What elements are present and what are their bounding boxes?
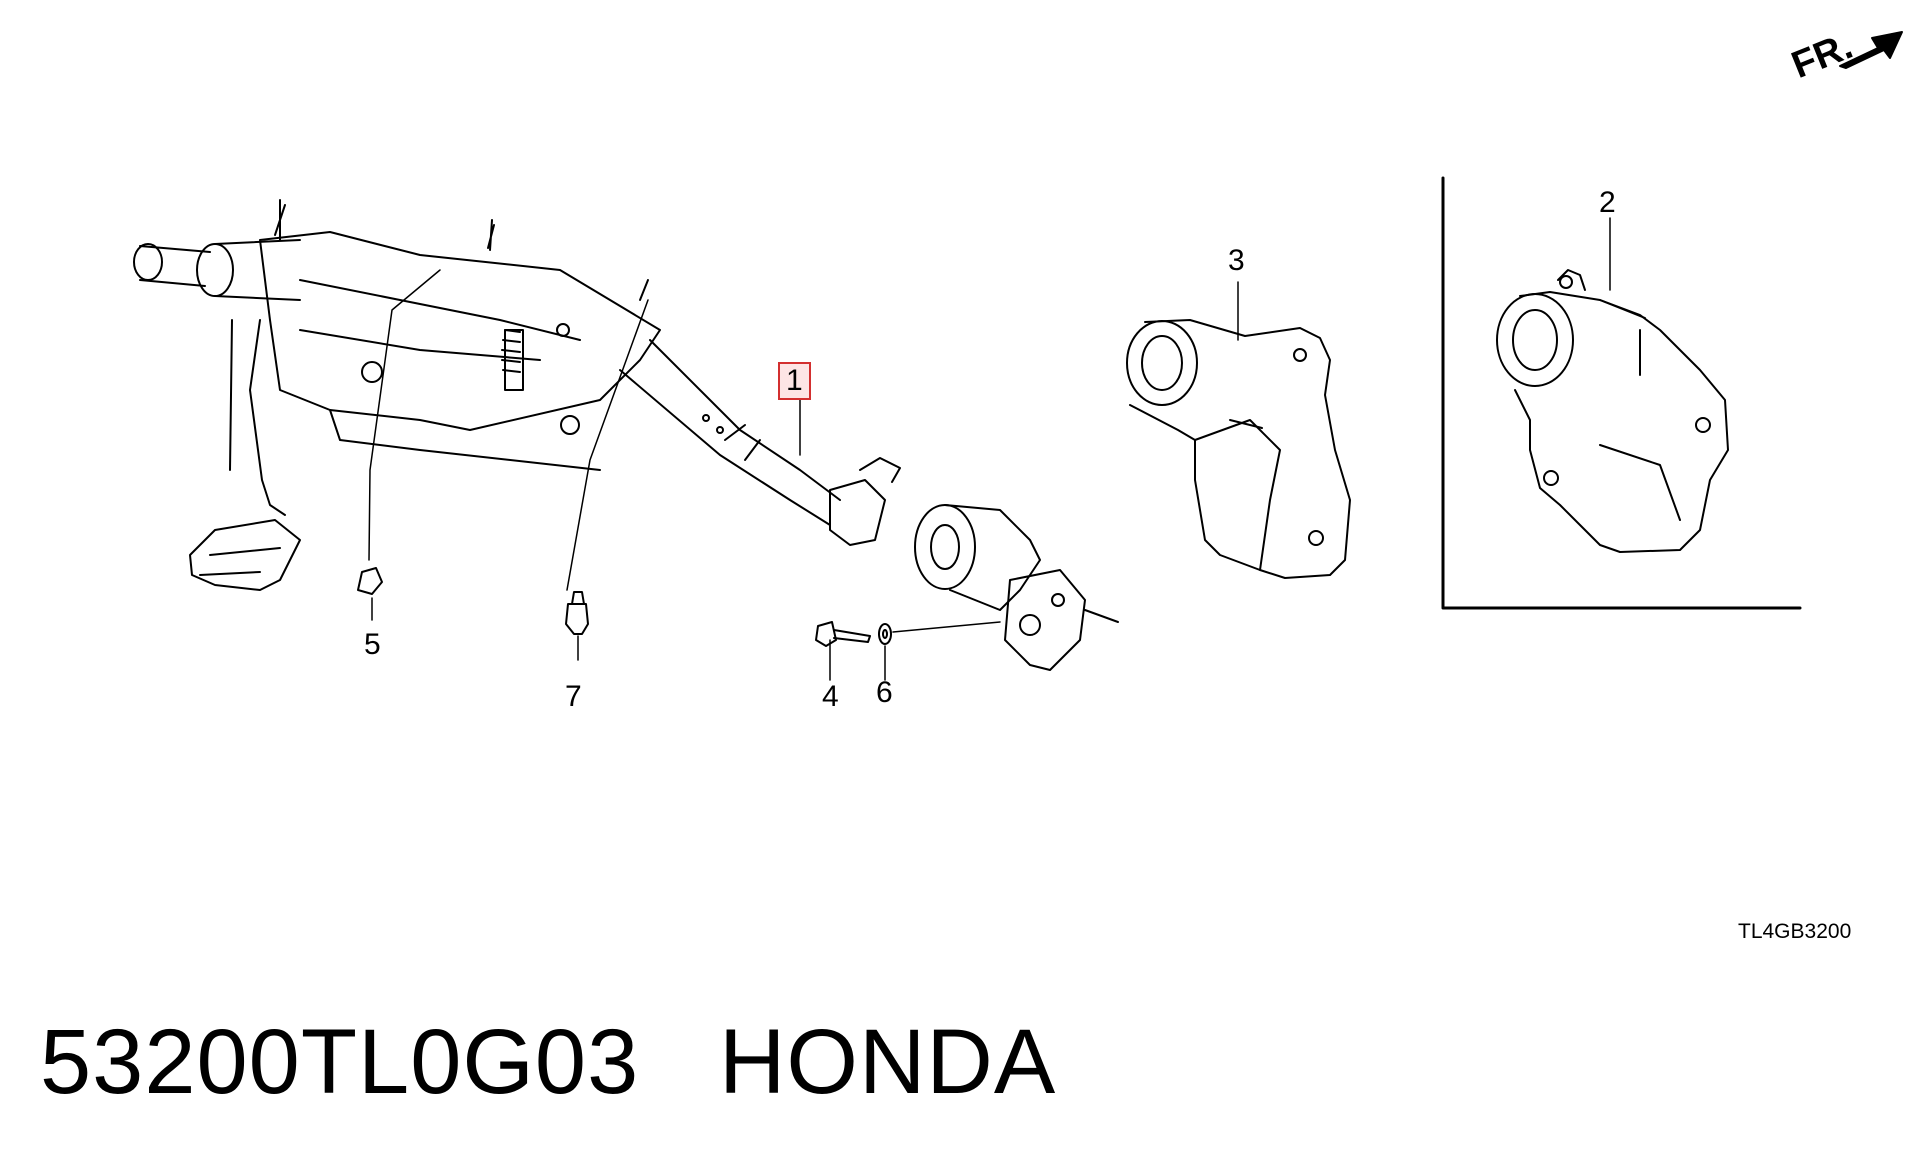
callout-part-4[interactable]: 4 bbox=[822, 680, 839, 713]
callout-part-1[interactable]: 1 bbox=[778, 362, 811, 400]
column-cover-part-3 bbox=[1126, 319, 1351, 579]
callout-part-6[interactable]: 6 bbox=[876, 676, 893, 709]
nut-part-5 bbox=[357, 567, 383, 595]
front-arrow-icon bbox=[1839, 31, 1903, 69]
frame-line bbox=[1441, 176, 1802, 610]
diagram-code: TL4GB3200 bbox=[1738, 920, 1852, 943]
steering-column-assembly bbox=[133, 199, 1119, 671]
bolt-part-7 bbox=[565, 591, 589, 635]
callout-part-2[interactable]: 2 bbox=[1599, 186, 1616, 219]
callout-part-5[interactable]: 5 bbox=[364, 628, 381, 661]
washer-part-6 bbox=[878, 623, 892, 645]
leader-lines bbox=[368, 217, 1611, 681]
part-number: 53200TL0G03 bbox=[40, 1011, 640, 1113]
column-cover-part-2 bbox=[1496, 269, 1729, 553]
callout-part-3[interactable]: 3 bbox=[1228, 244, 1245, 277]
callout-part-7[interactable]: 7 bbox=[565, 680, 582, 713]
part-footer: 53200TL0G03 HONDA bbox=[40, 1010, 1056, 1115]
bolt-part-4 bbox=[815, 621, 871, 647]
brand-name: HONDA bbox=[718, 1011, 1057, 1113]
